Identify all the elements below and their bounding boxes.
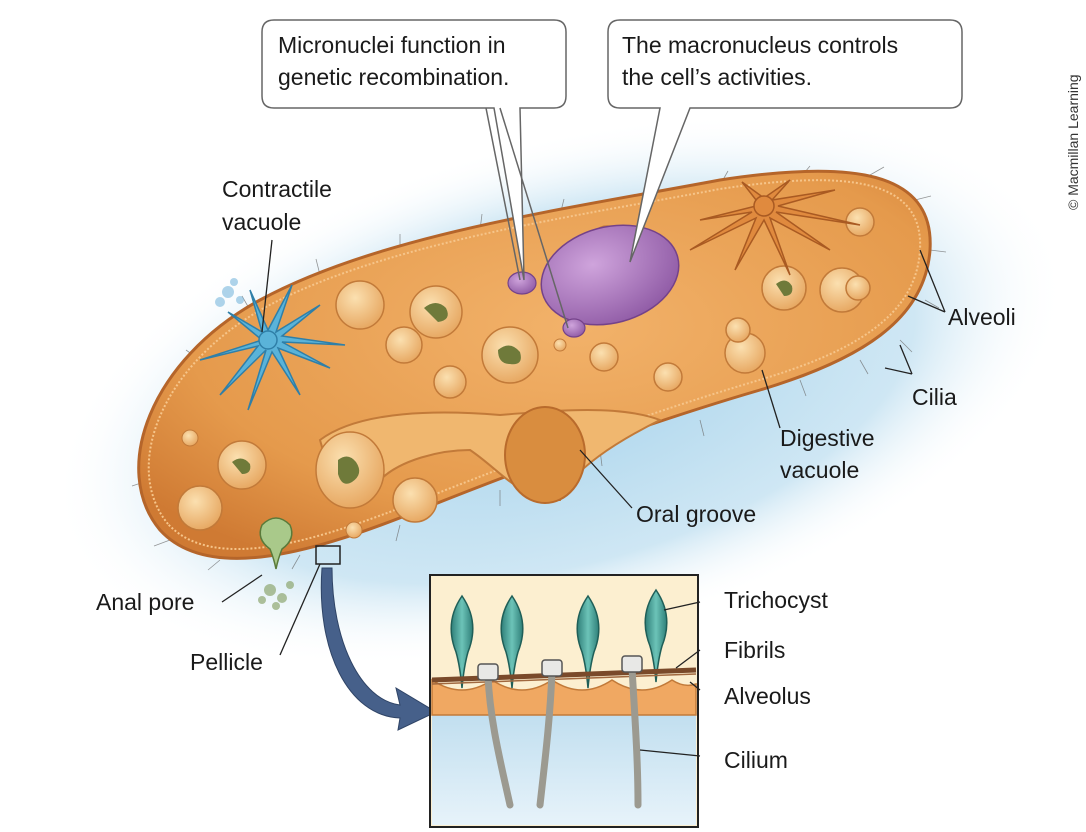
label-fibrils: Fibrils (724, 637, 785, 663)
pellicle-zoom-box (315, 545, 341, 565)
contractile-vacuole-right (689, 179, 861, 276)
callout-micronuclei-line1: Micronuclei function in (278, 32, 506, 58)
label-pellicle: Pellicle (190, 649, 263, 675)
label-anal-pore: Anal pore (96, 589, 194, 615)
label-cilia: Cilia (912, 384, 957, 410)
label-alveoli: Alveoli (948, 304, 1016, 330)
label-oral-groove: Oral groove (636, 501, 756, 527)
expelled-water (215, 278, 244, 307)
callout-macronucleus: The macronucleus controls the cell’s act… (607, 19, 963, 263)
food-particle (338, 456, 360, 484)
callout-macronucleus-line2: the cell’s activities. (622, 64, 812, 90)
zoom-arrow (320, 567, 438, 731)
trichocysts (450, 588, 668, 689)
callout-micronuclei-line2: genetic recombination. (278, 64, 509, 90)
label-contractile-vacuole-line2: vacuole (222, 209, 301, 235)
anal-pore (259, 517, 293, 570)
macronucleus (540, 224, 680, 326)
pellicle-inset (429, 574, 699, 828)
callout-micronuclei: Micronuclei function in genetic recombin… (261, 19, 569, 329)
waste-cloud (258, 581, 294, 610)
callout-macronucleus-line1: The macronucleus controls (622, 32, 898, 58)
label-trichocyst: Trichocyst (724, 587, 829, 613)
label-alveolus: Alveolus (724, 683, 811, 709)
label-cilium: Cilium (724, 747, 788, 773)
fibrils (431, 667, 697, 683)
label-contractile-vacuole-line1: Contractile (222, 176, 332, 202)
label-digestive-vacuole-line1: Digestive (780, 425, 875, 451)
label-digestive-vacuole-line2: vacuole (780, 457, 859, 483)
basal-bodies (477, 655, 643, 681)
credit-text: © Macmillan Learning (1065, 74, 1081, 210)
contractile-vacuole-left (199, 284, 346, 411)
oral-groove-cavity (504, 406, 586, 504)
inset-cilia (484, 664, 642, 809)
micronucleus-lower (562, 318, 586, 338)
leader-lines (221, 239, 946, 757)
micronucleus-upper (507, 271, 537, 295)
